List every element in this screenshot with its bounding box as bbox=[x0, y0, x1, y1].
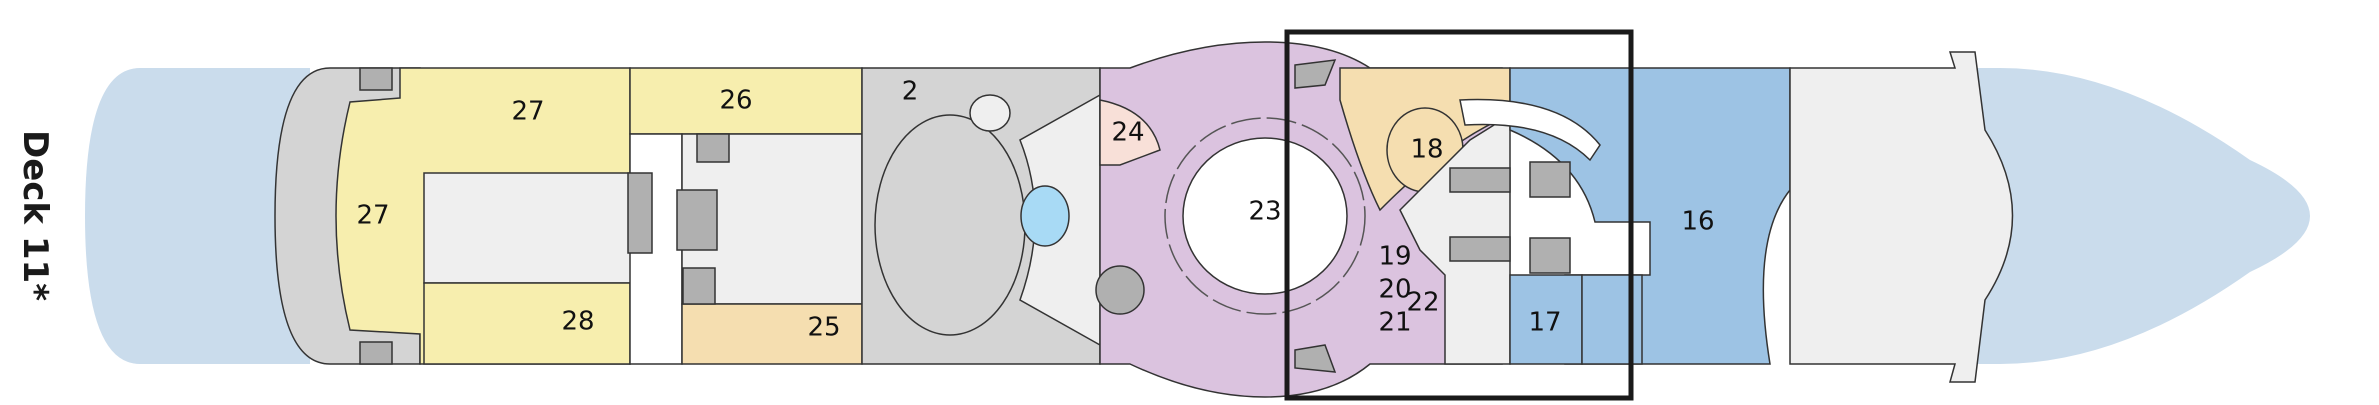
area-label-21: 21 bbox=[1378, 308, 1411, 338]
area-label-16: 16 bbox=[1681, 207, 1714, 237]
area-label-27-side: 27 bbox=[356, 201, 389, 231]
female-restroom-icon bbox=[696, 133, 730, 163]
area-28 bbox=[423, 282, 631, 365]
atrium-ring bbox=[1164, 117, 1366, 315]
area-label-2: 2 bbox=[902, 77, 919, 107]
area-label-20: 20 bbox=[1378, 275, 1411, 305]
stern-hull-shape bbox=[85, 68, 310, 364]
area-26 bbox=[629, 67, 863, 135]
restrooms-icon bbox=[1095, 265, 1145, 315]
area-label-17: 17 bbox=[1528, 308, 1561, 338]
stairs-icon bbox=[359, 59, 1571, 373]
area-label-23: 23 bbox=[1248, 197, 1281, 227]
area-label-28: 28 bbox=[561, 307, 594, 337]
bow-deck bbox=[1789, 51, 2014, 383]
deck-label: Deck 11* bbox=[15, 130, 55, 301]
area-17 bbox=[1509, 274, 1583, 365]
area-centre-light bbox=[423, 172, 653, 284]
hot-tub bbox=[969, 94, 1011, 132]
male-restroom-icon bbox=[682, 267, 716, 305]
area-label-18: 18 bbox=[1410, 135, 1443, 165]
highlight-frame bbox=[1284, 29, 1634, 401]
area-24 bbox=[1099, 99, 1161, 166]
area-23-atrium bbox=[1182, 137, 1348, 295]
elevator-icon bbox=[627, 167, 1511, 262]
area-label-24: 24 bbox=[1111, 118, 1144, 148]
area-label-25: 25 bbox=[807, 313, 840, 343]
area-label-19: 19 bbox=[1378, 242, 1411, 272]
pool-icon bbox=[1020, 185, 1070, 247]
ramp bbox=[1459, 98, 1601, 162]
pool-deck-ellipse bbox=[874, 114, 1026, 336]
bow-hull-shape bbox=[1960, 68, 2310, 364]
area-label-22: 22 bbox=[1406, 288, 1439, 318]
area-label-26: 26 bbox=[719, 86, 752, 116]
area-25 bbox=[681, 303, 863, 365]
area-label-27-top: 27 bbox=[511, 97, 544, 127]
